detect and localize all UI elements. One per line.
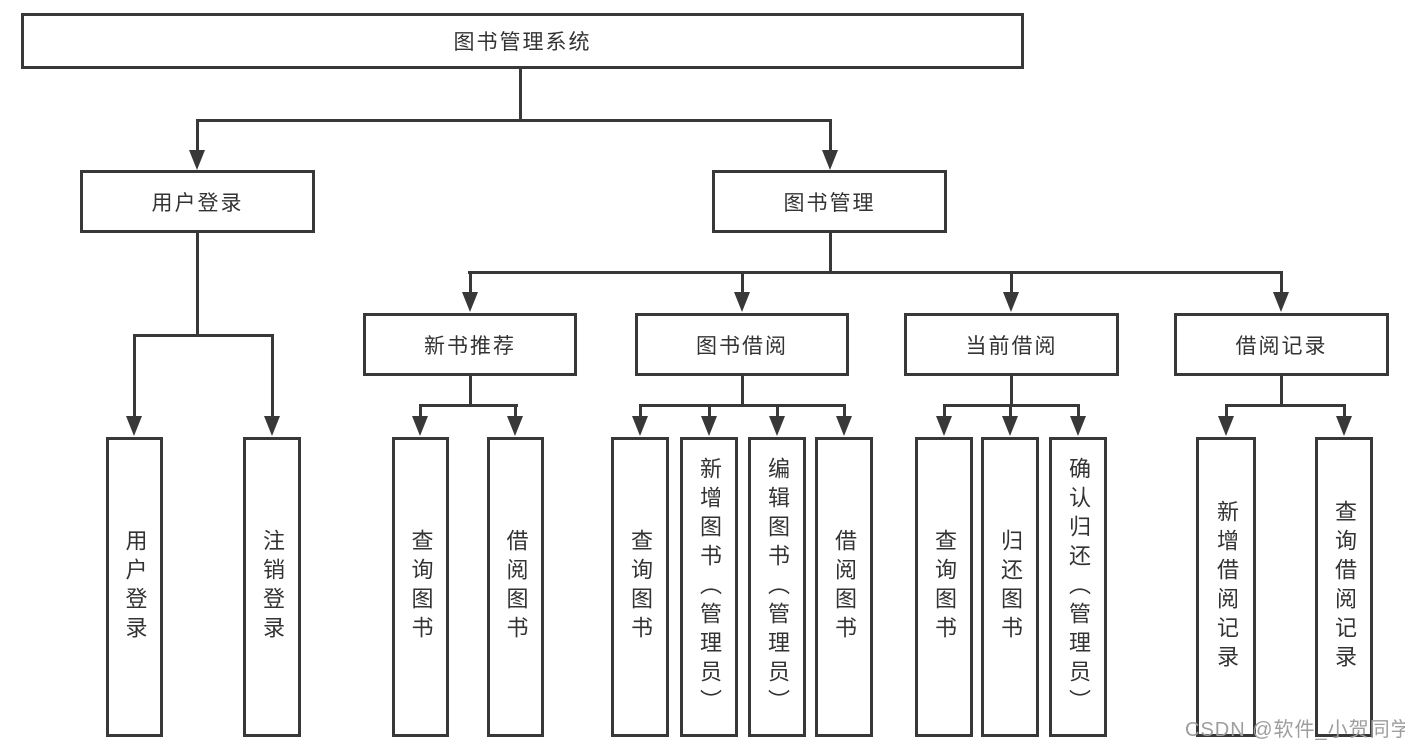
node-new-book-recommend: 新书推荐 [363, 313, 577, 376]
node-user-login: 用户登录 [80, 170, 315, 233]
arrowhead-icon [822, 150, 838, 170]
arrowhead-icon [701, 416, 717, 436]
node-root-label: 图书管理系统 [453, 31, 592, 54]
leaf-label: 用户登录 [122, 529, 148, 645]
leaf-confirm-return-admin: 确认归还（管理员） [1049, 437, 1107, 737]
connector-vline [1010, 376, 1013, 406]
node-borrowing-records: 借阅记录 [1174, 313, 1389, 376]
node-label: 图书管理 [783, 191, 876, 215]
connector-vline [519, 68, 522, 122]
connector-vline [1280, 271, 1283, 294]
connector-vline [196, 119, 199, 152]
leaf-query-borrow-record: 查询借阅记录 [1315, 437, 1373, 737]
leaf-label: 借阅图书 [832, 529, 857, 645]
leaf-user-login: 用户登录 [106, 437, 163, 737]
connector-vline [639, 404, 642, 418]
connector-vline [1010, 271, 1013, 294]
leaf-add-borrow-record: 新增借阅记录 [1196, 437, 1256, 737]
leaf-label: 编辑图书（管理员） [765, 456, 790, 718]
leaf-edit-book-admin: 编辑图书（管理员） [748, 437, 806, 737]
arrowhead-icon [126, 416, 142, 436]
node-label: 当前借阅 [965, 334, 1058, 358]
leaf-query-books-current: 查询图书 [915, 437, 973, 737]
connector-vline [1343, 404, 1346, 418]
connector-vline [829, 119, 832, 152]
connector-vline [776, 404, 779, 418]
leaf-label: 注销登录 [260, 529, 285, 645]
leaf-borrow-books: 借阅图书 [815, 437, 873, 737]
connector-vline [741, 271, 744, 294]
watermark: CSDN @软件_小贺同学 [1185, 719, 1405, 741]
arrowhead-icon [412, 416, 428, 436]
node-label: 用户登录 [151, 191, 244, 215]
arrowhead-icon [189, 150, 205, 170]
leaf-label: 查询图书 [932, 529, 957, 645]
arrowhead-icon [1003, 292, 1019, 312]
connector-hline [1225, 404, 1346, 407]
connector-hline [639, 404, 846, 407]
connector-vline [741, 376, 744, 406]
arrowhead-icon [769, 416, 785, 436]
connector-vline [943, 404, 946, 418]
connector-hline [419, 404, 518, 407]
connector-hline [196, 119, 832, 122]
connector-vline [829, 233, 832, 274]
leaf-label: 查询借阅记录 [1332, 500, 1357, 674]
arrowhead-icon [836, 416, 852, 436]
arrowhead-icon [462, 292, 478, 312]
arrowhead-icon [1002, 416, 1018, 436]
node-current-borrowing: 当前借阅 [904, 313, 1119, 376]
connector-vline [708, 404, 711, 418]
connector-vline [843, 404, 846, 418]
connector-vline [133, 334, 136, 418]
connector-vline [1009, 404, 1012, 418]
leaf-label: 归还图书 [998, 529, 1023, 645]
arrowhead-icon [507, 416, 523, 436]
leaf-query-books-recommend: 查询图书 [392, 437, 449, 737]
node-book-borrowing: 图书借阅 [635, 313, 849, 376]
arrowhead-icon [264, 416, 280, 436]
leaf-label: 查询图书 [408, 529, 434, 645]
leaf-label: 新增图书（管理员） [697, 456, 722, 718]
arrowhead-icon [1218, 416, 1234, 436]
connector-vline [419, 404, 422, 418]
leaf-label: 借阅图书 [503, 529, 529, 645]
node-root: 图书管理系统 [21, 13, 1024, 69]
leaf-return-book: 归还图书 [981, 437, 1039, 737]
connector-vline [469, 376, 472, 406]
node-label: 新书推荐 [424, 334, 516, 358]
arrowhead-icon [1336, 416, 1352, 436]
arrowhead-icon [632, 416, 648, 436]
node-label: 借阅记录 [1235, 334, 1328, 358]
leaf-borrow-books-recommend: 借阅图书 [487, 437, 544, 737]
connector-vline [271, 334, 274, 418]
arrowhead-icon [1070, 416, 1086, 436]
leaf-logout: 注销登录 [243, 437, 301, 737]
arrowhead-icon [936, 416, 952, 436]
connector-vline [196, 233, 199, 336]
leaf-add-book-admin: 新增图书（管理员） [680, 437, 738, 737]
connector-vline [469, 271, 472, 294]
leaf-label: 查询图书 [628, 529, 653, 645]
connector-hline [468, 271, 1283, 274]
node-book-management: 图书管理 [712, 170, 947, 233]
connector-vline [514, 404, 517, 418]
leaf-label: 确认归还（管理员） [1066, 456, 1091, 718]
connector-vline [1077, 404, 1080, 418]
node-label: 图书借阅 [696, 334, 788, 358]
connector-vline [1280, 376, 1283, 406]
arrowhead-icon [1273, 292, 1289, 312]
leaf-query-books-borrow: 查询图书 [611, 437, 669, 737]
leaf-label: 新增借阅记录 [1214, 500, 1239, 674]
arrowhead-icon [734, 292, 750, 312]
connector-vline [1225, 404, 1228, 418]
connector-hline [133, 334, 274, 337]
